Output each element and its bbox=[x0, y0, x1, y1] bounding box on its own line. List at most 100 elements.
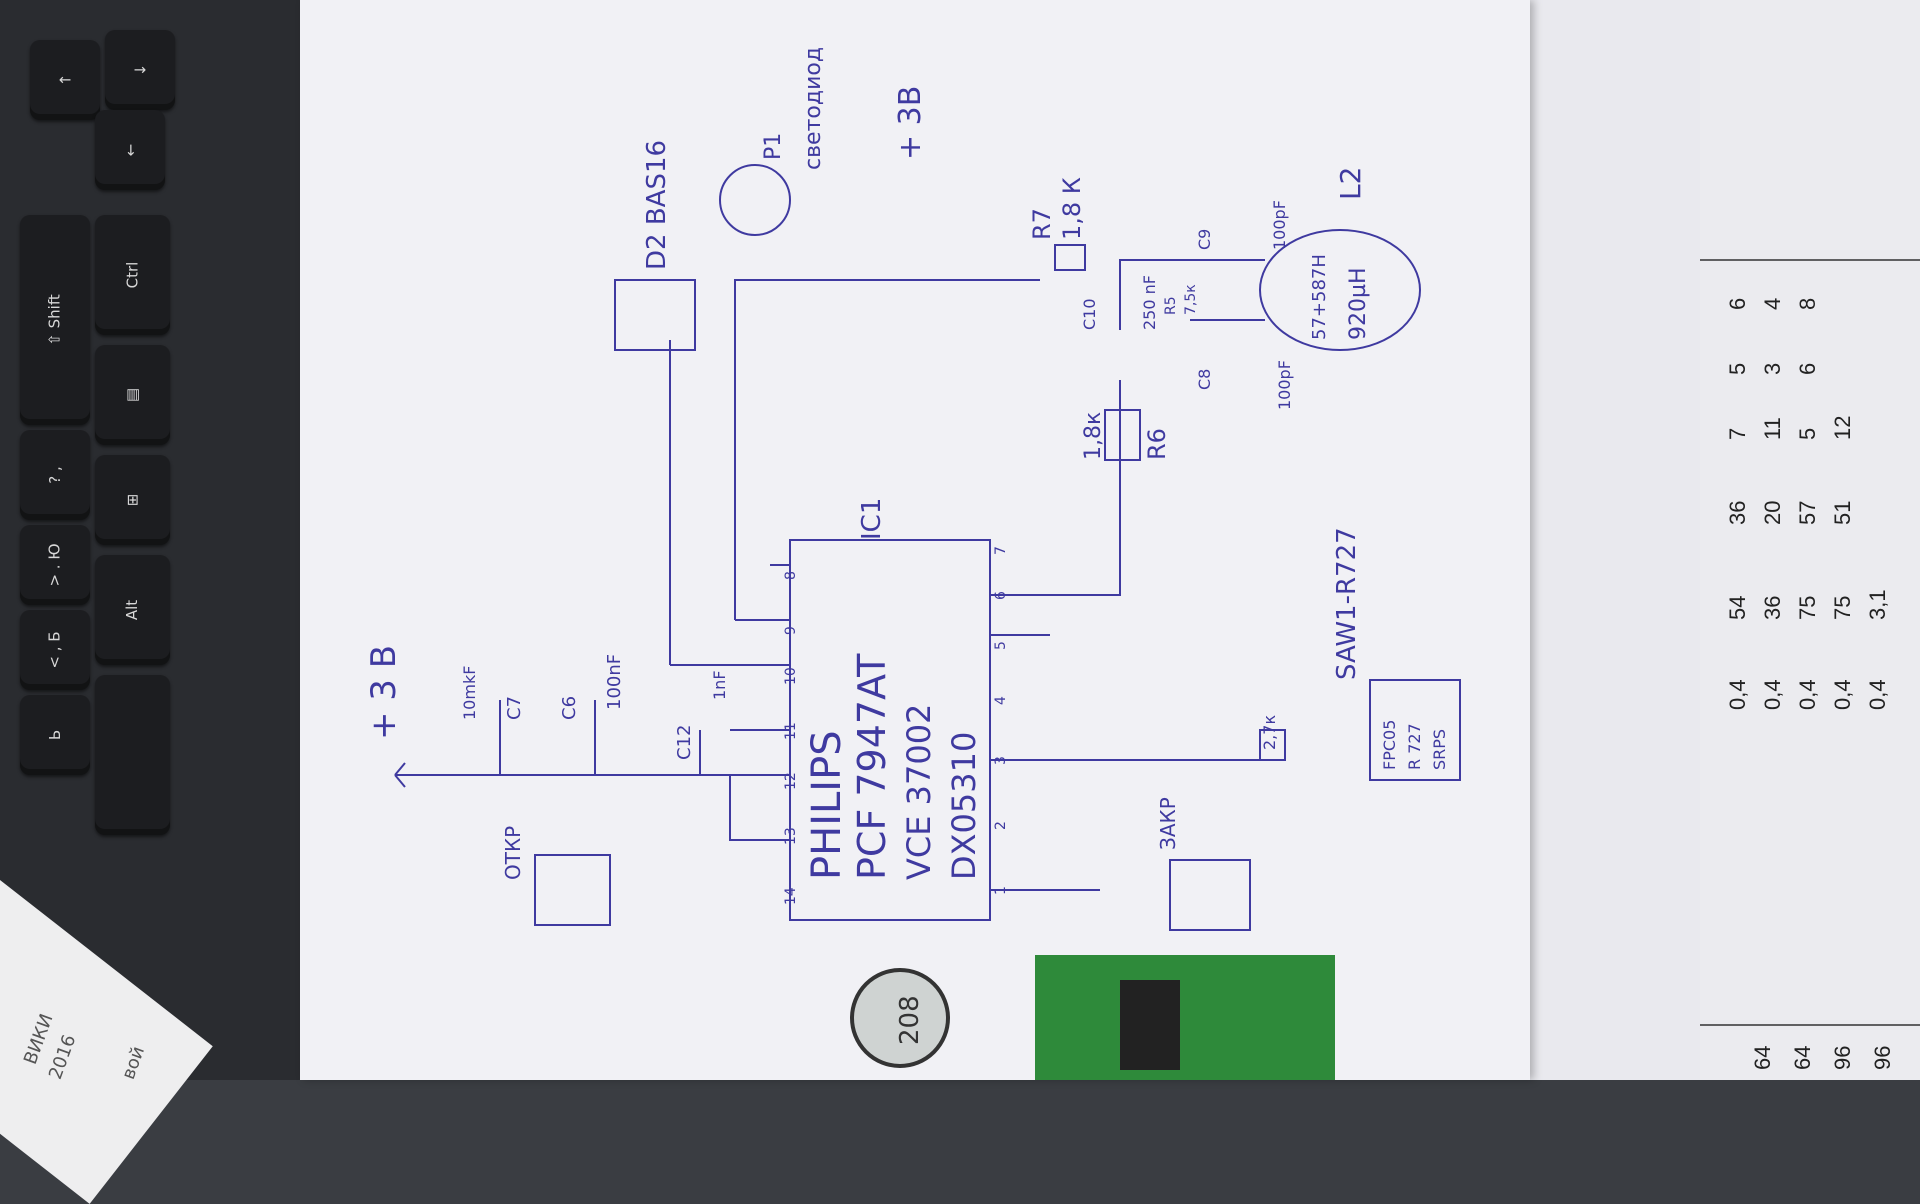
button-open-label: ОТКР bbox=[501, 826, 525, 880]
table-bottom: 64 bbox=[1750, 1046, 1775, 1070]
pin-13: 13 bbox=[783, 827, 799, 845]
table-cell: 36 bbox=[1725, 501, 1750, 525]
pin-3: 3 bbox=[993, 756, 1009, 765]
table-cell: 54 bbox=[1725, 596, 1750, 620]
table-cell: 0,4 bbox=[1760, 679, 1785, 710]
pin-2: 2 bbox=[993, 821, 1009, 830]
pin-12: 12 bbox=[783, 772, 799, 790]
saw-part-1: FPC05 bbox=[1380, 720, 1399, 770]
table-cell: 57 bbox=[1795, 501, 1820, 525]
r7-name: R7 bbox=[1028, 208, 1056, 240]
pin-6: 6 bbox=[993, 591, 1009, 600]
table-cell: 3 bbox=[1760, 363, 1785, 375]
table-cell: 11 bbox=[1760, 417, 1785, 440]
table-cell: 5 bbox=[1795, 428, 1820, 440]
c6-value: 100nF bbox=[604, 654, 625, 710]
pin-11: 11 bbox=[783, 722, 799, 740]
pin-1: 1 bbox=[993, 886, 1009, 895]
table-cell: 5 bbox=[1725, 363, 1750, 375]
c10-name: C10 bbox=[1080, 298, 1099, 330]
table-cell: 4 bbox=[1760, 298, 1785, 310]
r5-value: 7,5к bbox=[1183, 284, 1199, 315]
ic-name: IC1 bbox=[857, 498, 887, 540]
table-cell: 6 bbox=[1795, 363, 1820, 375]
pin-7: 7 bbox=[993, 546, 1009, 555]
supply-top-label: + 3 В bbox=[364, 645, 404, 740]
table-cell: 3,1 bbox=[1865, 589, 1890, 620]
c12-name: C12 bbox=[674, 725, 695, 760]
c12-value: 1nF bbox=[710, 670, 729, 700]
question-key[interactable]: ? , bbox=[20, 430, 90, 520]
c9-name: C9 bbox=[1195, 229, 1214, 250]
saw-resistor-value: 2,7к bbox=[1260, 715, 1279, 750]
pcb-board bbox=[1035, 955, 1335, 1080]
c8-value: 100pF bbox=[1275, 360, 1294, 410]
pin-5: 5 bbox=[993, 641, 1009, 650]
table-cell: 0,4 bbox=[1830, 679, 1855, 710]
table-cell: 7 bbox=[1725, 428, 1750, 440]
c8-name: C8 bbox=[1195, 369, 1214, 390]
table-cell: 6 bbox=[1725, 298, 1750, 310]
button-close-label: ЗАКР bbox=[1156, 797, 1180, 850]
pin-4: 4 bbox=[993, 696, 1009, 705]
wires bbox=[394, 164, 1461, 931]
table-cell: 20 bbox=[1760, 501, 1785, 525]
table-cell: 51 bbox=[1830, 501, 1855, 525]
ic-line-4: DX05310 bbox=[945, 732, 983, 880]
alt-key[interactable]: Alt bbox=[95, 555, 170, 665]
saw-label: SAW1-R727 bbox=[1332, 527, 1362, 680]
l2-part: 57+587H bbox=[1309, 254, 1330, 340]
table-cell: 0,4 bbox=[1865, 679, 1890, 710]
table-bottom: 96 bbox=[1830, 1046, 1855, 1070]
table-cell: 0,4 bbox=[1725, 679, 1750, 710]
c10-value: 250 nF bbox=[1140, 275, 1159, 330]
table-cell: 75 bbox=[1795, 596, 1820, 620]
arrow-up-key[interactable]: ↑ bbox=[30, 40, 100, 120]
arrow-down-key[interactable]: ↓ bbox=[105, 30, 175, 110]
c7-value: 10mkF bbox=[460, 666, 479, 720]
space-key[interactable] bbox=[95, 675, 170, 835]
d2-label: D2 BAS16 bbox=[642, 140, 672, 270]
pin-10: 10 bbox=[783, 667, 799, 685]
arrow-left-key[interactable]: ← bbox=[95, 110, 165, 190]
r6-value: 1,8к bbox=[1081, 412, 1106, 460]
saw-part-3: SRPS bbox=[1430, 729, 1449, 770]
r6-name: R6 bbox=[1143, 428, 1171, 460]
pin-14: 14 bbox=[783, 887, 799, 905]
supply-led-label: + 3В bbox=[893, 86, 928, 160]
r7-value: 1,8 К bbox=[1058, 177, 1086, 240]
led-label: светодиод bbox=[801, 47, 826, 170]
soft-sign-key[interactable]: Ь bbox=[20, 695, 90, 775]
schematic-labels: + 3 В 10mkF C7 C6 100nF C12 1nF IC1 PHIL… bbox=[364, 47, 1895, 1070]
yu-key[interactable]: > . Ю bbox=[20, 525, 90, 605]
l2-name: L2 bbox=[1334, 167, 1367, 200]
table-bottom: 64 bbox=[1790, 1046, 1815, 1070]
sticker-circle bbox=[850, 968, 950, 1068]
keyboard: ↑ ↓ ← Ctrl ⇧ Shift ▤ ? , ⊞ > . Ю Alt < ,… bbox=[0, 0, 320, 1080]
ic-line-3: VCE 37002 bbox=[900, 704, 938, 880]
table-cell: 75 bbox=[1830, 596, 1855, 620]
menu-key[interactable]: ▤ bbox=[95, 345, 170, 445]
ic-line-2: PCF 7947AT bbox=[850, 653, 894, 880]
table-cell: 0,4 bbox=[1795, 679, 1820, 710]
shift-key[interactable]: ⇧ Shift bbox=[20, 215, 90, 425]
table-grid bbox=[1700, 259, 1920, 1026]
sticker-label: 208 bbox=[895, 995, 925, 1045]
table-sheet bbox=[1700, 0, 1920, 1080]
table-bottom: 96 bbox=[1870, 1046, 1895, 1070]
table-cell: 8 bbox=[1795, 298, 1820, 310]
table-cell: 36 bbox=[1760, 596, 1785, 620]
pcb-chip bbox=[1120, 980, 1180, 1070]
schematic-drawing bbox=[394, 164, 1461, 1080]
c6-name: C6 bbox=[559, 696, 580, 720]
be-key[interactable]: < , Б bbox=[20, 610, 90, 690]
ctrl-key[interactable]: Ctrl bbox=[95, 215, 170, 335]
led-name: P1 bbox=[761, 133, 786, 160]
c7-name: C7 bbox=[504, 696, 525, 720]
l2-value: 920µН bbox=[1346, 267, 1371, 340]
saw-part-2: R 727 bbox=[1405, 723, 1424, 770]
table-cell: 12 bbox=[1830, 416, 1855, 440]
pin-9: 9 bbox=[783, 626, 799, 635]
windows-key[interactable]: ⊞ bbox=[95, 455, 170, 545]
r5-name: R5 bbox=[1163, 296, 1179, 315]
